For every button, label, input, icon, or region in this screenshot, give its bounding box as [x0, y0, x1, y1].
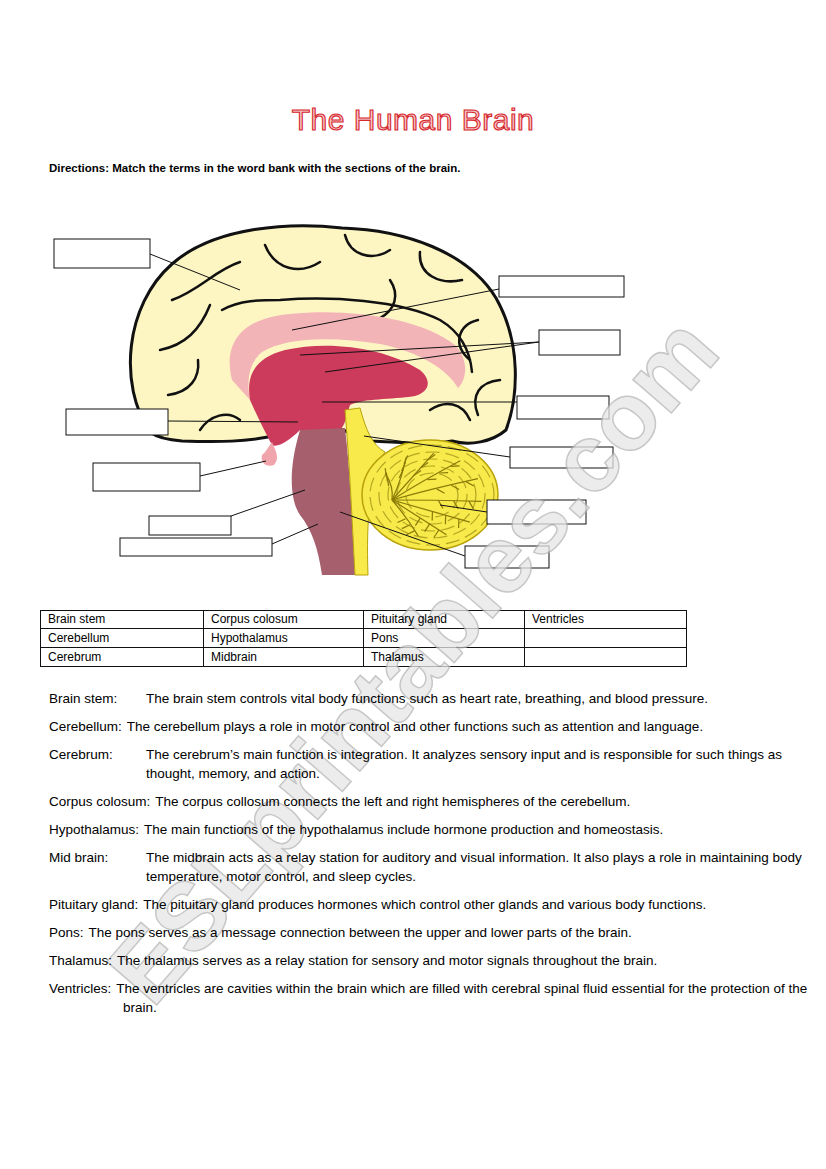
definition-text: The pons serves as a message connection … [89, 925, 632, 940]
folia-line [445, 515, 446, 524]
drawing-stroke [300, 342, 539, 355]
folia-line [392, 500, 470, 522]
drawing-stroke [325, 342, 539, 372]
table-cell: Midbrain [203, 648, 257, 667]
term: Ventricles: [49, 979, 111, 998]
definition-text: The corpus collosum connects the left an… [155, 794, 630, 809]
definition: Ventricles: The ventricles are cavities w… [49, 979, 819, 1017]
table-cell: Corpus colosum [203, 610, 298, 629]
drawing-stroke [54, 239, 150, 268]
drawing-stroke [430, 404, 470, 420]
definition: Thalamus: The thalamus serves as a relay … [49, 951, 819, 970]
term: Hypothalamus: [49, 820, 139, 839]
drawing-stroke [420, 252, 462, 281]
folia-line [392, 500, 418, 536]
table-cell: Cerebrum [40, 648, 101, 667]
table-cell: Cerebellum [40, 629, 109, 648]
folia-line [438, 501, 442, 509]
folia-line [439, 472, 448, 474]
drawing-stroke [524, 610, 525, 666]
definition-text: The thalamus serves as a relay station f… [117, 953, 657, 968]
term: Thalamus: [49, 951, 112, 970]
table-cell: Ventricles [524, 610, 584, 629]
drawing-stroke [292, 289, 499, 330]
folia-line [466, 482, 474, 486]
definition: Brain stem: The brain stem controls vital… [49, 689, 819, 708]
definition-text: The main functions of the hypothalamus i… [144, 822, 663, 837]
drawing-stroke [168, 360, 198, 395]
folia-line [432, 511, 433, 520]
definition: Cerebellum: The cerebellum plays a role i… [49, 717, 819, 736]
table-cell: Brain stem [40, 610, 105, 629]
worksheet-title: The Human Brain [0, 103, 826, 137]
drawing-stroke [364, 436, 510, 457]
folia-line [427, 479, 436, 481]
term: Brain stem: [49, 689, 141, 708]
table-cell: Hypothalamus [203, 629, 288, 648]
definition-text: The midbrain acts as a relay station for… [146, 850, 802, 884]
folia-line [385, 468, 386, 477]
drawing-stroke [231, 490, 305, 516]
definition: Cerebrum: The cerebrum’s main function is… [49, 745, 819, 783]
definition-text: The brain stem controls vital body funct… [146, 691, 708, 706]
drawing-stroke [168, 421, 298, 422]
folia-ring [406, 473, 458, 517]
folia-line [392, 458, 406, 500]
definition-text: The cerebellum plays a role in motor con… [127, 719, 703, 734]
definition: Pons: The pons serves as a message connec… [49, 923, 819, 942]
folia-line [392, 453, 434, 500]
term: Pituitary gland: [49, 895, 138, 914]
table-cell: Pituitary gland [363, 610, 447, 629]
folia-line [451, 465, 460, 467]
folia-line [397, 519, 405, 523]
drawing-stroke [265, 245, 320, 269]
pituitary-shape [262, 442, 277, 466]
definition-text: The ventricles are cavities within the b… [116, 981, 807, 1015]
term: Cerebrum: [49, 745, 141, 764]
drawing-stroke [149, 516, 231, 535]
folia-ring [397, 466, 467, 524]
drawing-stroke [66, 409, 168, 435]
table-cell: Thalamus [363, 648, 424, 667]
drawing-stroke [345, 235, 390, 256]
drawing-stroke [93, 463, 200, 491]
drawing-stroke [475, 380, 500, 415]
drawing-stroke [322, 402, 517, 403]
folia-line [437, 489, 445, 493]
drawing-stroke [120, 538, 272, 556]
definition-text: The cerebrum’s main function is integrat… [146, 747, 782, 781]
folia-line [392, 479, 478, 500]
drawing-stroke [160, 305, 210, 350]
definitions: Brain stem: The brain stem controls vital… [49, 689, 819, 1026]
drawing-stroke [172, 262, 240, 300]
term: Cerebellum: [49, 717, 122, 736]
drawing-stroke [272, 524, 318, 544]
definition: Hypothalamus: The main functions of the h… [49, 820, 819, 839]
definition: Mid brain: The midbrain acts as a relay s… [49, 848, 819, 886]
definition: Corpus colosum: The corpus collosum conne… [49, 792, 819, 811]
table-cell: Pons [363, 629, 398, 648]
drawing-stroke [203, 610, 204, 666]
folia-line [385, 473, 392, 500]
definition-text: The pituitary gland produces hormones wh… [143, 897, 706, 912]
drawing-stroke [200, 415, 240, 430]
drawing-stroke [200, 461, 266, 476]
term: Pons: [49, 923, 84, 942]
term: Mid brain: [49, 848, 141, 867]
definition: Pituitary gland: The pituitary gland prod… [49, 895, 819, 914]
directions: Directions: Match the terms in the word … [49, 162, 461, 174]
term: Corpus colosum: [49, 792, 150, 811]
drawing-stroke [499, 276, 624, 297]
drawing-stroke [150, 254, 240, 290]
brain-stem-shape [292, 428, 355, 575]
folia-line [392, 500, 481, 501]
